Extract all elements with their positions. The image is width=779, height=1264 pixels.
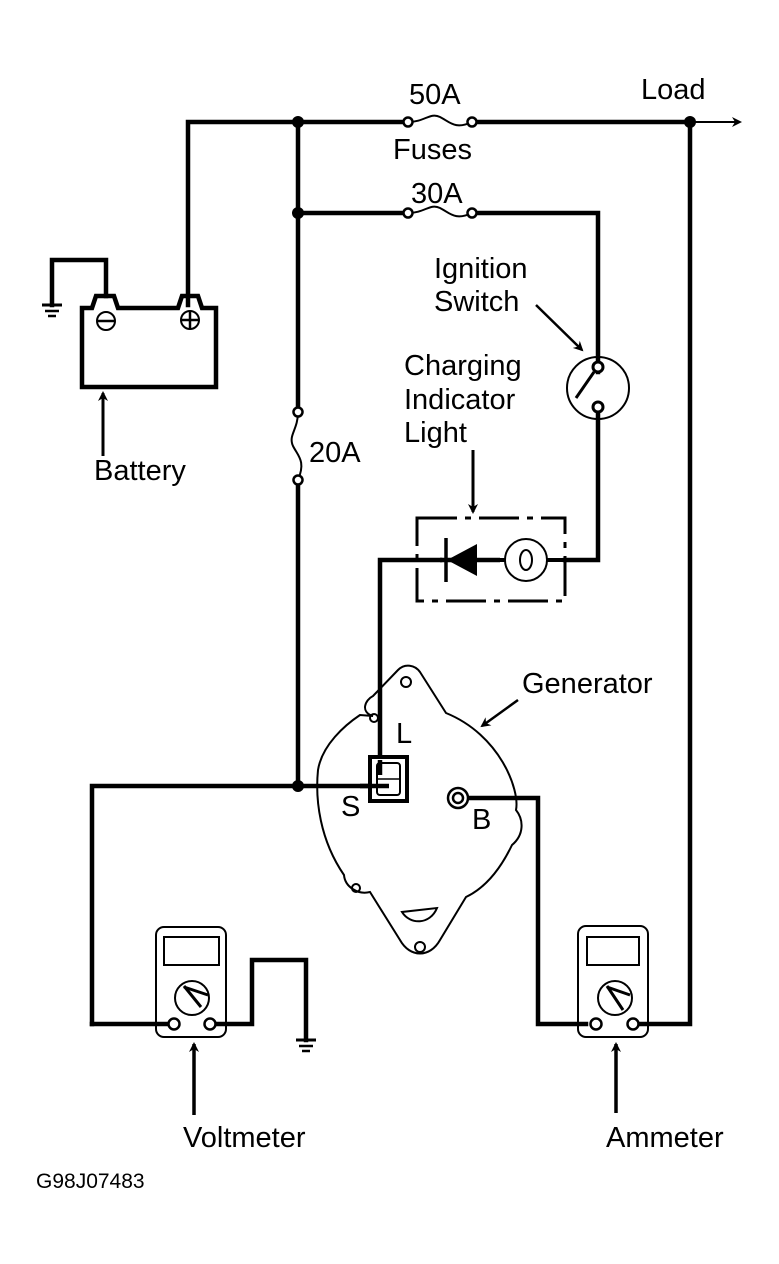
junction-dot	[292, 207, 304, 219]
ammeter-icon	[577, 925, 649, 1113]
generator-icon	[316, 664, 523, 955]
charging-indicator-label-line2: Indicator	[404, 384, 516, 416]
charging-indicator-light	[415, 450, 567, 603]
main-wiring	[49, 116, 742, 1043]
ignition-switch-label-line1: Ignition	[434, 253, 528, 285]
charging-indicator-label-line1: Charging	[404, 350, 522, 382]
ignition-switch-label-line2: Switch	[434, 286, 519, 318]
voltmeter-label: Voltmeter	[183, 1122, 306, 1154]
connector-plug-icon	[360, 755, 409, 803]
positive-terminal-icon	[180, 310, 200, 330]
ground-icon	[42, 303, 62, 318]
fuse-20a	[290, 406, 304, 486]
ignition-to-lamp-wire	[562, 405, 601, 563]
fuse-50a	[402, 114, 478, 128]
junction-dot	[292, 780, 304, 792]
junction-dot	[292, 116, 304, 128]
battery-ground-wire	[49, 257, 109, 308]
ignition-wire	[469, 210, 601, 375]
terminal-s-label: S	[341, 791, 360, 823]
b-terminal-wire	[455, 795, 589, 1027]
figure-code: G98J07483	[36, 1170, 145, 1193]
fuse-30a-label: 30A	[411, 178, 463, 210]
load-to-ammeter-wire	[633, 119, 693, 1027]
ignition-switch-icon	[535, 304, 630, 420]
fuse-20a-label: 20A	[309, 437, 361, 469]
b-terminal-icon	[446, 786, 470, 810]
charging-indicator-label-line3: Light	[404, 417, 467, 449]
ammeter-label: Ammeter	[606, 1122, 724, 1154]
terminal-b-label: B	[472, 804, 491, 836]
fuses-label: Fuses	[393, 134, 472, 166]
fuse-30a	[402, 205, 478, 219]
battery-positive-wire	[185, 119, 411, 308]
battery-label: Battery	[94, 455, 186, 487]
fuse-50a-label: 50A	[409, 79, 461, 111]
voltmeter-icon	[155, 926, 227, 1115]
load-label: Load	[641, 74, 706, 106]
negative-terminal-icon	[96, 311, 116, 331]
voltmeter-ground-wire	[209, 957, 309, 1043]
lamp-icon	[500, 538, 565, 582]
diode-icon	[444, 538, 477, 582]
ground-icon	[296, 1038, 316, 1053]
ignition-pointer-arrow	[535, 304, 584, 352]
junction-dot	[684, 116, 696, 128]
terminal-l-label: L	[396, 718, 412, 750]
generator-label: Generator	[522, 668, 653, 700]
s-terminal-wire	[89, 783, 388, 1027]
battery-symbol	[79, 293, 219, 456]
l-terminal-wire	[377, 557, 443, 763]
generator-pointer-arrow	[480, 698, 519, 728]
